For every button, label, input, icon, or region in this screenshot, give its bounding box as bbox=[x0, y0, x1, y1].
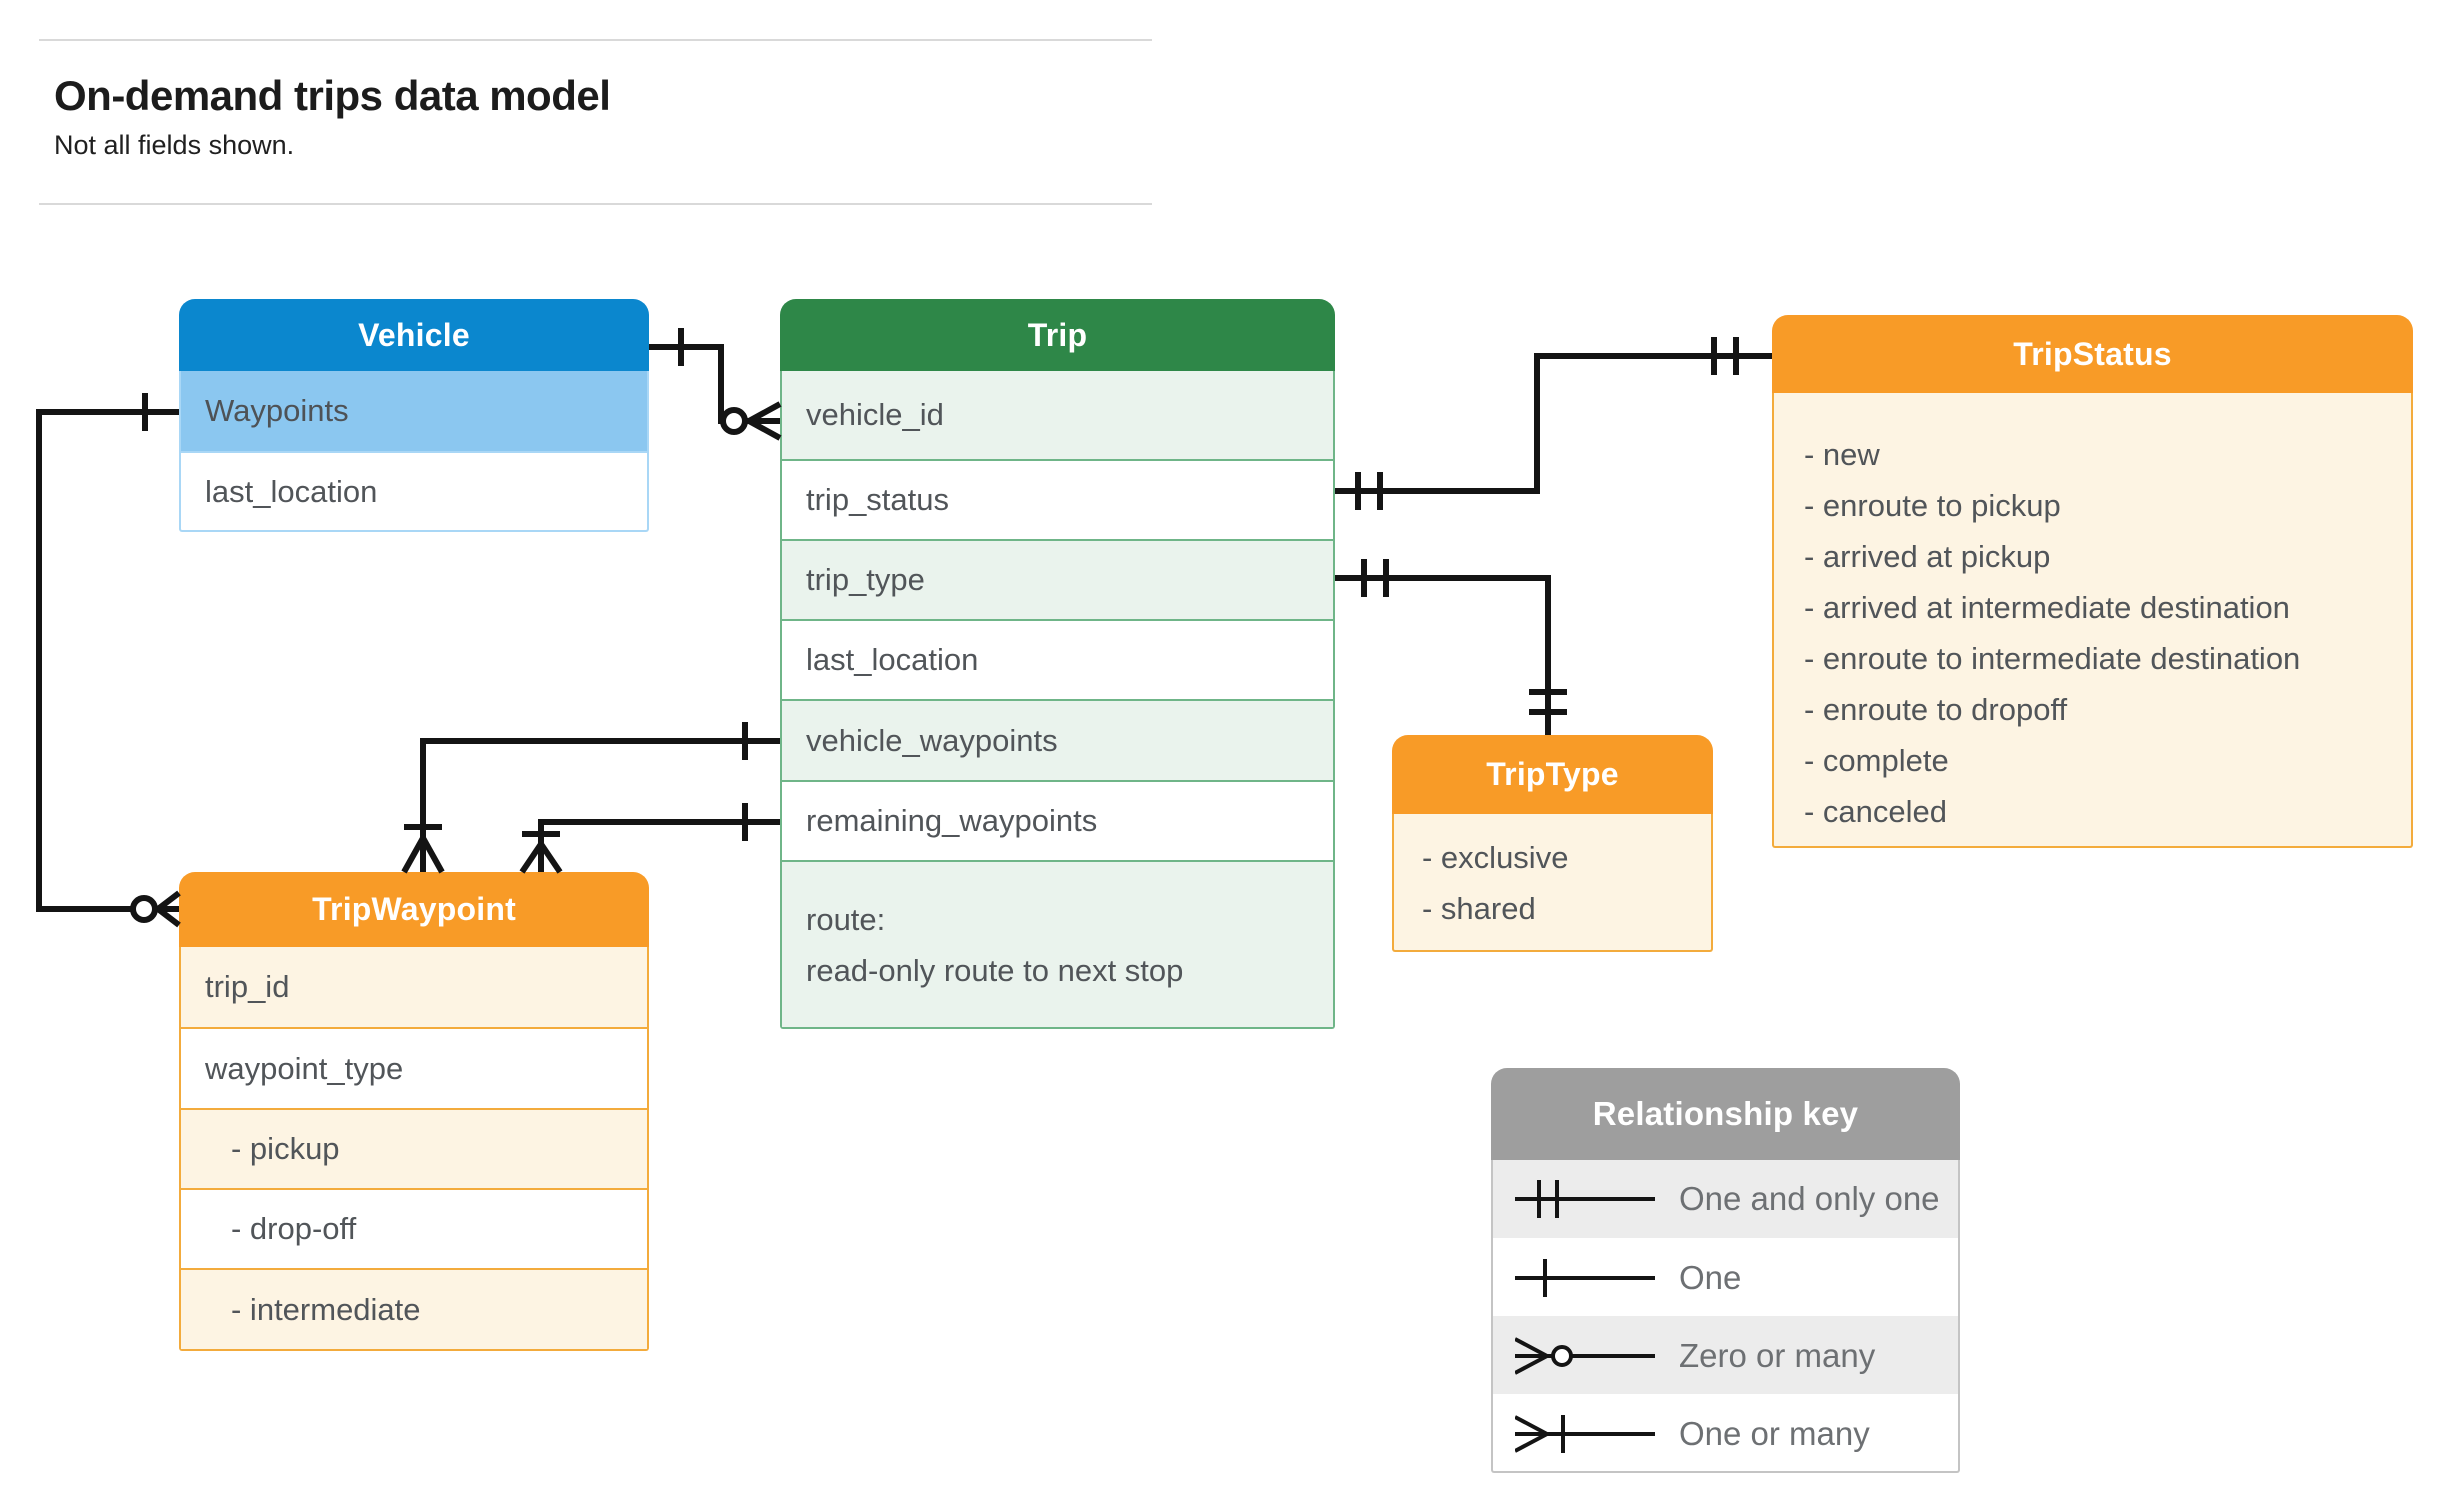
trip-waypoint-row-trip-id: trip_id bbox=[181, 947, 647, 1027]
status-item: - canceled bbox=[1804, 794, 1948, 829]
field-label: - drop-off bbox=[231, 1211, 357, 1246]
vehicle-row-waypoints: Waypoints bbox=[181, 371, 647, 451]
trip-row-trip-type: trip_type bbox=[782, 539, 1333, 619]
type-item: - shared bbox=[1422, 891, 1536, 926]
one-and-only-one-symbol bbox=[1515, 1180, 1655, 1218]
key-label: Zero or many bbox=[1679, 1337, 1876, 1374]
vehicle-to-trip-connector bbox=[649, 328, 782, 441]
vehicle-entity-header: Vehicle bbox=[179, 299, 649, 371]
trip-row-vehicle-waypoints: vehicle_waypoints bbox=[782, 699, 1333, 780]
field-label: - pickup bbox=[231, 1131, 340, 1166]
trip-waypoint-row-intermediate: - intermediate bbox=[181, 1268, 647, 1349]
status-item: - enroute to intermediate destination bbox=[1804, 641, 2301, 676]
status-item: - complete bbox=[1804, 743, 1949, 778]
one-symbol bbox=[1515, 1259, 1655, 1297]
field-label: trip_id bbox=[205, 969, 290, 1004]
trip-waypoint-row-pickup: - pickup bbox=[181, 1108, 647, 1188]
remaining-waypoints-connector bbox=[519, 803, 780, 874]
relationship-key: Relationship key One and only one One bbox=[1491, 1068, 1960, 1473]
key-row-one-and-only-one: One and only one bbox=[1493, 1160, 1958, 1238]
trip-row-route: route: read-only route to next stop bbox=[782, 860, 1333, 1027]
trip-waypoint-entity-header: TripWaypoint bbox=[179, 872, 649, 947]
trip-type-entity: TripType - exclusive - shared bbox=[1392, 735, 1713, 952]
header-bottom-rule bbox=[39, 203, 1152, 205]
relationship-key-body: One and only one One Zero or many bbox=[1491, 1160, 1960, 1473]
trip-waypoint-entity: TripWaypoint trip_id waypoint_type - pic… bbox=[179, 872, 649, 1351]
key-label: One and only one bbox=[1679, 1180, 1940, 1217]
trip-type-entity-body: - exclusive - shared bbox=[1392, 814, 1713, 952]
trip-entity-header: Trip bbox=[780, 299, 1335, 371]
page-subtitle: Not all fields shown. bbox=[54, 130, 295, 160]
zero-or-many-symbol bbox=[1515, 1337, 1655, 1375]
trip-status-entity-header: TripStatus bbox=[1772, 315, 2413, 393]
trip-type-entity-header: TripType bbox=[1392, 735, 1713, 814]
key-row-zero-or-many: Zero or many bbox=[1493, 1316, 1958, 1394]
trip-status-entity-body: - new - enroute to pickup - arrived at p… bbox=[1772, 393, 2413, 848]
vehicle-entity: Vehicle Waypoints last_location bbox=[179, 299, 649, 532]
status-item: - enroute to pickup bbox=[1804, 488, 2061, 523]
trip-status-entity-title: TripStatus bbox=[2013, 335, 2172, 372]
field-sublabel: read-only route to next stop bbox=[806, 952, 1184, 988]
vehicle-entity-title: Vehicle bbox=[358, 316, 470, 353]
status-item: - arrived at intermediate destination bbox=[1804, 590, 2290, 625]
trip-type-connector bbox=[1335, 559, 1567, 735]
key-label: One bbox=[1679, 1259, 1742, 1296]
trip-entity: Trip vehicle_id trip_status trip_type la… bbox=[780, 299, 1335, 1029]
trip-row-trip-status: trip_status bbox=[782, 459, 1333, 539]
field-label: trip_type bbox=[806, 562, 925, 597]
field-label: last_location bbox=[806, 642, 979, 677]
trip-status-connector bbox=[1335, 337, 1772, 510]
trip-entity-body: vehicle_id trip_status trip_type last_lo… bbox=[780, 371, 1335, 1029]
key-label: One or many bbox=[1679, 1414, 1870, 1452]
field-label: Waypoints bbox=[205, 393, 349, 428]
type-item: - exclusive bbox=[1422, 840, 1569, 875]
field-label: waypoint_type bbox=[205, 1050, 404, 1086]
field-label: last_location bbox=[205, 473, 378, 509]
trip-row-last-location: last_location bbox=[782, 619, 1333, 699]
trip-waypoint-row-waypoint-type: waypoint_type bbox=[181, 1027, 647, 1108]
status-item: - new bbox=[1804, 437, 1880, 472]
field-label: route: bbox=[806, 901, 886, 937]
field-label: vehicle_waypoints bbox=[806, 722, 1058, 758]
trip-waypoint-entity-body: trip_id waypoint_type - pickup - drop-of… bbox=[179, 947, 649, 1351]
key-row-one-or-many: One or many bbox=[1493, 1394, 1958, 1471]
trip-waypoint-row-drop-off: - drop-off bbox=[181, 1188, 647, 1268]
field-label: vehicle_id bbox=[806, 397, 944, 432]
page-title: On-demand trips data model bbox=[54, 72, 611, 119]
trip-type-entity-title: TripType bbox=[1486, 756, 1619, 792]
trip-row-remaining-waypoints: remaining_waypoints bbox=[782, 780, 1333, 860]
trip-status-entity: TripStatus - new - enroute to pickup - a… bbox=[1772, 315, 2413, 848]
relationship-key-header: Relationship key bbox=[1491, 1068, 1960, 1160]
vehicle-entity-body: Waypoints last_location bbox=[179, 371, 649, 532]
trip-row-vehicle-id: vehicle_id bbox=[782, 371, 1333, 459]
vehicle-to-tripwaypoint-connector bbox=[36, 393, 181, 928]
key-row-one: One bbox=[1493, 1238, 1958, 1316]
status-item: - arrived at pickup bbox=[1804, 539, 2051, 574]
top-rule bbox=[39, 39, 1152, 41]
status-item: - enroute to dropoff bbox=[1804, 692, 2068, 727]
trip-entity-title: Trip bbox=[1027, 316, 1088, 353]
vehicle-row-last-location: last_location bbox=[181, 451, 647, 530]
trip-waypoint-entity-title: TripWaypoint bbox=[312, 891, 516, 927]
field-label: remaining_waypoints bbox=[806, 803, 1098, 838]
vehicle-waypoints-connector bbox=[401, 722, 780, 874]
relationship-key-title: Relationship key bbox=[1592, 1095, 1859, 1132]
field-label: trip_status bbox=[806, 482, 950, 517]
field-label: - intermediate bbox=[231, 1291, 421, 1327]
one-or-many-symbol bbox=[1515, 1414, 1655, 1453]
